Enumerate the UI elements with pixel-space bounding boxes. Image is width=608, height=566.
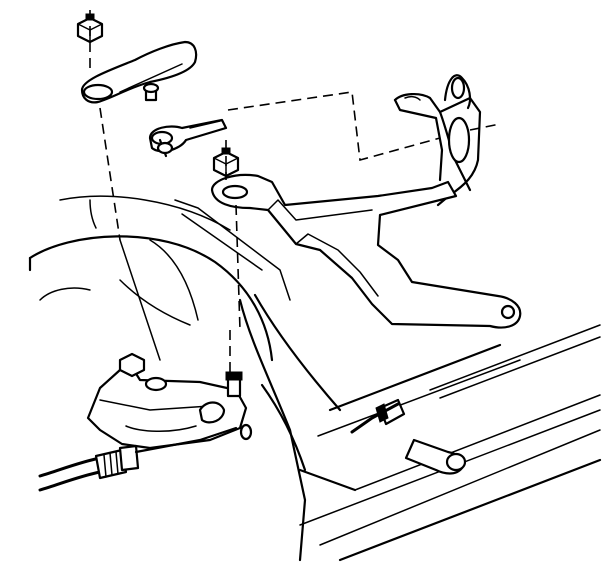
transmission-housing xyxy=(393,74,482,207)
linkage-rod xyxy=(148,118,228,158)
lower-case xyxy=(86,352,253,450)
cable-clip xyxy=(350,398,467,475)
mounting-bracket xyxy=(210,95,522,329)
shift-lever xyxy=(80,40,198,104)
alignment-lines xyxy=(89,10,501,372)
stud-bolt xyxy=(225,371,243,398)
frame-rail xyxy=(238,293,602,562)
fender-arch xyxy=(28,195,291,362)
cable-assembly xyxy=(38,426,238,492)
